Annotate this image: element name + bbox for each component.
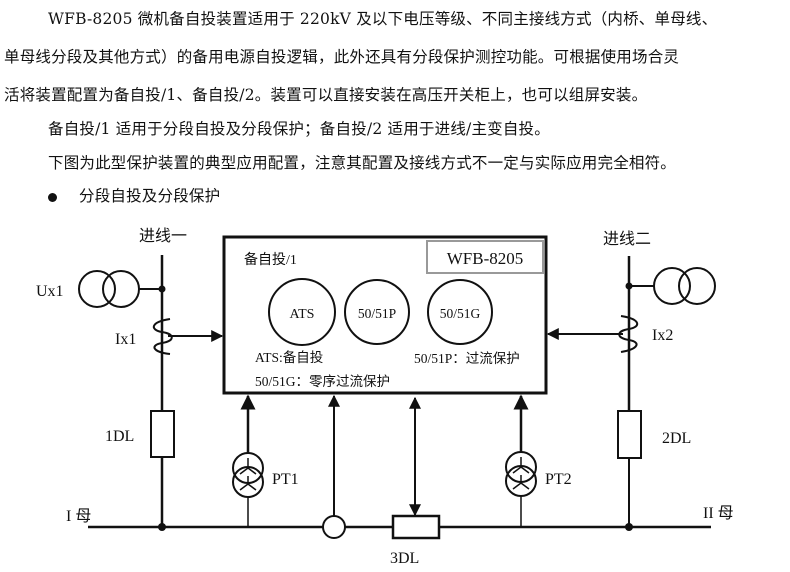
bus-ct-symbol <box>322 515 346 539</box>
bullet-dot-icon <box>48 192 57 202</box>
pt1-label: PT1 <box>272 471 299 488</box>
vt2-winding-a <box>653 267 691 305</box>
breaker1-symbol <box>150 410 175 458</box>
bullet-item: 分段自投及分段保护 <box>48 186 220 206</box>
note-paragraph: 下图为此型保护装置的典型应用配置，注意其配置及接线方式不一定与实际应用完全相符。 <box>48 154 677 172</box>
legend-p: 50/51P：过流保护 <box>414 351 520 366</box>
usage-paragraph: 备自投/1 适用于分段自投及分段保护；备自投/2 适用于进线/主变自投。 <box>48 120 550 138</box>
model-label: WFB-8205 <box>447 249 524 268</box>
pt2-star-icon <box>512 457 530 490</box>
vt1-winding-b <box>102 270 140 308</box>
intro-paragraph-line-3: 活将装置配置为备自投/1、备自投/2。装置可以直接安装在高压开关柜上，也可以组屏… <box>4 86 648 104</box>
line2-label: 进线二 <box>603 230 651 248</box>
g-function-label: 50/51G <box>440 306 481 321</box>
ct1-coil-icon <box>152 318 173 355</box>
p-function-label: 50/51P <box>358 306 396 321</box>
ats-function-label: ATS <box>290 307 315 322</box>
g-function-circle <box>427 279 493 345</box>
ct1-label: Ix1 <box>115 331 136 348</box>
breaker3-symbol <box>391 514 441 540</box>
intro-paragraph-line-1: WFB-8205 微机备自投装置适用于 220kV 及以下电压等级、不同主接线方… <box>48 10 718 28</box>
breaker2-label: 2DL <box>662 430 691 447</box>
breaker1-label: 1DL <box>105 428 134 445</box>
intro-paragraph-line-2: 单母线分段及其他方式）的备用电源自投逻辑，此外还具有分段保护测控功能。可根据使用… <box>4 48 680 66</box>
legend-ats: ATS:备自投 <box>255 349 323 365</box>
vt2-winding-b <box>678 267 716 305</box>
p-function-circle <box>344 279 410 345</box>
ct2-label: Ix2 <box>652 327 673 344</box>
ats-function-circle <box>268 278 336 346</box>
device-mode-label: 备自投/1 <box>244 251 297 268</box>
bullet-text: 分段自投及分段保护 <box>79 187 221 205</box>
breaker3-label: 3DL <box>390 550 419 567</box>
bus2-label: II 母 <box>703 505 734 522</box>
pt2-label: PT2 <box>545 471 572 488</box>
bus1-label: I 母 <box>66 508 91 525</box>
vt1-winding-a <box>78 270 116 308</box>
pt1-star-icon <box>239 458 257 491</box>
breaker2-symbol <box>617 410 642 459</box>
line1-label: 进线一 <box>139 227 187 245</box>
vt1-label: Ux1 <box>36 283 64 300</box>
model-label-box <box>426 240 544 274</box>
legend-g: 50/51G：零序过流保护 <box>255 374 390 389</box>
